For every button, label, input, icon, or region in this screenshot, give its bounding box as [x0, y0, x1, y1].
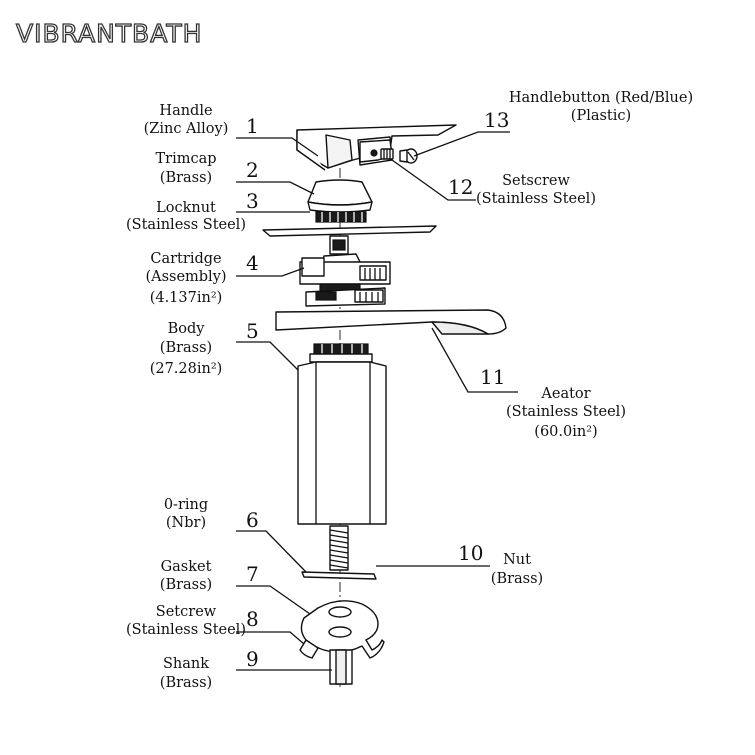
nut-number: 10 [458, 541, 483, 565]
body-material: (Brass) [160, 340, 212, 356]
setcrew-8-number: 8 [246, 607, 259, 631]
setscrew-12-number: 12 [448, 175, 473, 199]
trimcap-material: (Brass) [160, 170, 212, 186]
handlebutton-material: (Plastic) [571, 108, 631, 124]
aerator-size: (60.0in²) [534, 424, 597, 440]
cartridge-number: 4 [246, 251, 259, 275]
handlebutton-number: 13 [484, 108, 509, 132]
gasket-clamp-part [299, 600, 385, 659]
handlebutton-part [399, 148, 418, 164]
handle-label: Handle [159, 103, 212, 119]
nut-label: Nut [503, 552, 531, 568]
aerator-label: Aeator [540, 386, 590, 402]
handle-material: (Zinc Alloy) [144, 121, 229, 137]
cartridge-size: (4.137in²) [150, 290, 223, 306]
trimcap-number: 2 [246, 158, 259, 182]
shank-label: Shank [163, 656, 209, 672]
body-part [297, 343, 387, 525]
body-label: Body [168, 321, 206, 337]
oring-part [301, 571, 377, 580]
trimcap-label: Trimcap [155, 151, 216, 167]
nut-material: (Brass) [491, 571, 543, 587]
cartridge-label: Cartridge [150, 251, 221, 267]
shank-number: 9 [246, 647, 259, 671]
gasket-number: 7 [246, 562, 259, 586]
trimcap-part [307, 179, 373, 213]
gasket-material: (Brass) [160, 577, 212, 593]
setscrew-12-material: (Stainless Steel) [476, 191, 596, 207]
locknut-part [315, 211, 367, 223]
oring-number: 6 [246, 508, 259, 532]
oring-material: (Nbr) [166, 515, 206, 531]
gasket-label: Gasket [161, 559, 212, 575]
brand-logo: VIBRANTBATH [16, 19, 202, 48]
aerator-material: (Stainless Steel) [506, 404, 626, 420]
oring-label: 0-ring [164, 497, 208, 513]
cartridge-material: (Assembly) [145, 269, 226, 285]
locknut-material: (Stainless Steel) [126, 217, 246, 233]
body-number: 5 [246, 319, 259, 343]
handle-number: 1 [246, 114, 259, 138]
aerator-number: 11 [480, 365, 505, 389]
locknut-number: 3 [246, 189, 259, 213]
setscrew-12-part [380, 148, 394, 160]
setcrew-8-material: (Stainless Steel) [126, 622, 246, 638]
aerator-part [275, 309, 507, 335]
threaded-rod-part [329, 525, 349, 571]
handle-part [296, 124, 457, 171]
body-size: (27.28in²) [150, 361, 223, 377]
escutcheon-plate [262, 225, 437, 237]
locknut-label: Locknut [156, 200, 216, 216]
setscrew-12-label: Setscrew [502, 173, 570, 189]
shank-material: (Brass) [160, 675, 212, 691]
cartridge-part [299, 235, 391, 307]
leader-lines [236, 131, 518, 671]
handlebutton-label: Handlebutton (Red/Blue) [509, 90, 693, 106]
setcrew-8-label: Setcrew [156, 604, 217, 620]
setscrew-hole-icon [370, 149, 378, 157]
shank-part [329, 649, 353, 685]
